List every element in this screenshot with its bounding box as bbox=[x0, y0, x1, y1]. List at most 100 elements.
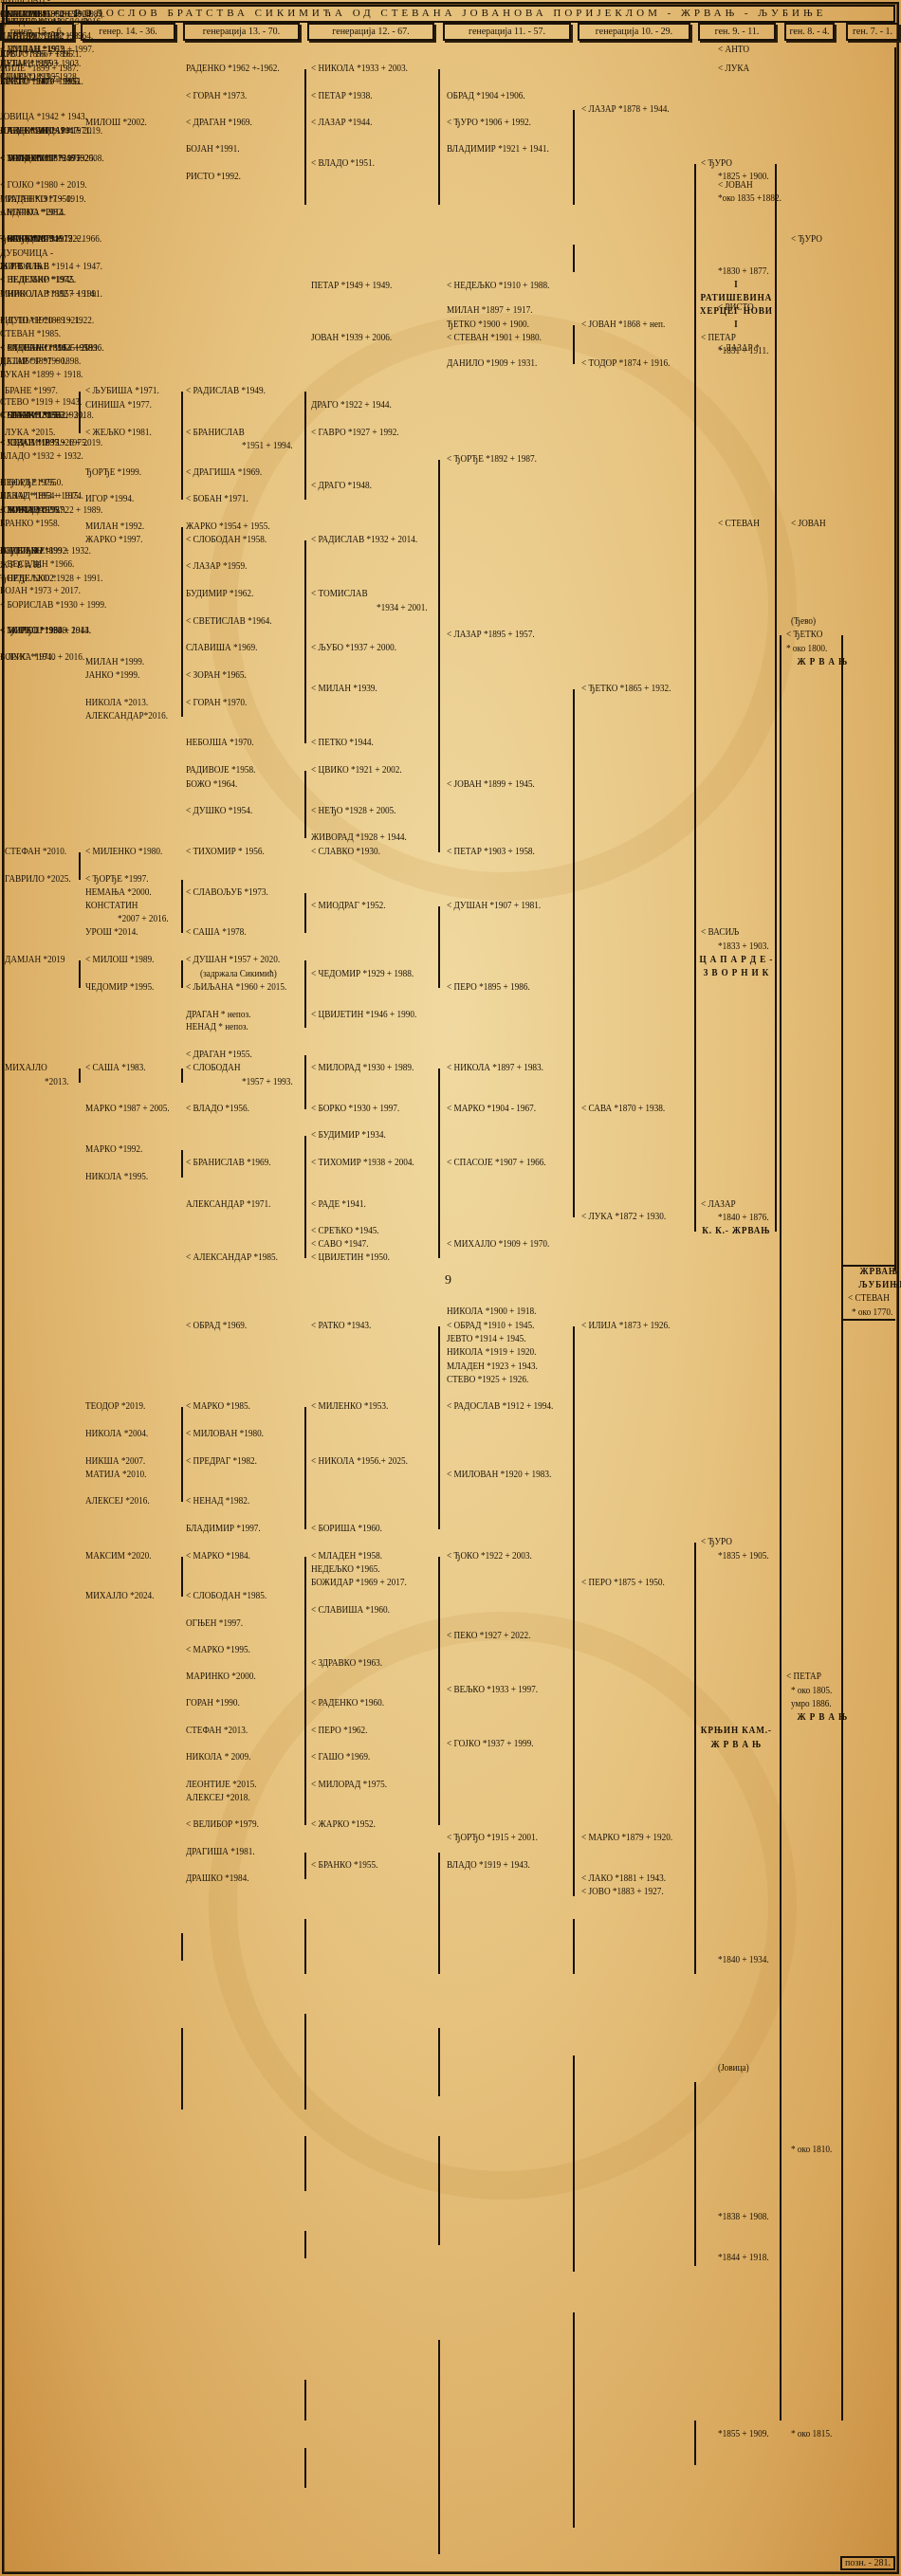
person-entry: < ТРИФКО *1872 + 1925. bbox=[0, 153, 96, 164]
generation-header: генерација 13. - 70. bbox=[183, 23, 300, 41]
person-entry: < ЛАЗАР *1944. bbox=[311, 117, 373, 128]
person-entry: < МИЛОРАД *1930 + 1989. bbox=[311, 1062, 414, 1073]
person-entry: < ЈОВАН *1899 + 1945. bbox=[447, 778, 535, 790]
person-entry: ЂОРЂЕ *2010. bbox=[0, 233, 57, 245]
person-entry: СТЕФАН *2013. bbox=[186, 1725, 248, 1736]
person-entry: < НИКОЛА *1933 + 2003. bbox=[311, 63, 408, 74]
person-entry: ЈАНКО *1999. bbox=[85, 669, 140, 681]
person-entry: < СЛОБОДАН *1985. bbox=[186, 1590, 267, 1601]
person-entry: < ЛАЗАР *1959. bbox=[186, 560, 248, 572]
person-entry: ДУБОЧИЦА - bbox=[0, 247, 54, 259]
person-entry: I bbox=[734, 279, 739, 290]
person-entry: ДРАГИША *1981. bbox=[186, 1846, 255, 1857]
person-entry: < ПЕТАР *1938. bbox=[311, 90, 373, 101]
person-entry: СТЕВАН *2015. bbox=[0, 410, 62, 421]
person-entry: < МИРКО *1903 + 1943. bbox=[0, 625, 92, 636]
person-entry: НЕБОЈША *1970. bbox=[186, 737, 254, 748]
person-entry: Ж Р В А Њ bbox=[0, 261, 42, 272]
person-entry: < РАДЕ *1941. bbox=[311, 1198, 366, 1210]
person-entry: < ЛАЗАР * bbox=[718, 342, 760, 354]
person-entry: *1840 + 1876. bbox=[718, 1212, 769, 1223]
person-entry: < ЂОРЂО *1899 + 1932. bbox=[0, 545, 91, 557]
person-entry: *1830 + 1877. bbox=[718, 265, 769, 277]
person-entry: Ц А П А Р Д Е - bbox=[699, 954, 774, 965]
person-entry: БУДИМИР *1962. bbox=[186, 588, 254, 599]
person-entry: КРСТО *1867 + 1871. bbox=[0, 48, 82, 60]
person-entry: ЖИВОРАД *1928 + 1944. bbox=[311, 831, 407, 843]
total-known-count: позн. - 281. bbox=[840, 2556, 895, 2570]
person-entry: < САША *1978. bbox=[186, 926, 247, 938]
person-entry: НИКОЛА * 2009. bbox=[186, 1751, 251, 1763]
person-entry: НЕНАД *1975. bbox=[0, 477, 57, 488]
person-entry: Ж Р В А Њ bbox=[0, 559, 42, 571]
person-entry: < ТОМИСЛАВ bbox=[311, 588, 368, 599]
person-entry: *1831 + 1911. bbox=[718, 345, 769, 356]
person-entry: < МАРКО *1879 + 1920. bbox=[581, 1832, 673, 1843]
person-entry: < БОЖИДАР *1922 + 1989. bbox=[0, 504, 103, 516]
person-entry: < САША *1983. bbox=[85, 1062, 146, 1073]
person-entry: ВЛАДО *1919 + 1943. bbox=[447, 1859, 530, 1871]
person-entry: < СЛАВИША *1960. bbox=[311, 1604, 390, 1616]
person-entry: НИКОЛА *2013. bbox=[85, 697, 149, 708]
person-entry: < ЂОРЂО *1934 + 2014. bbox=[0, 625, 91, 636]
person-entry: < ПЕКО *1927 + 2022. bbox=[447, 1630, 531, 1641]
person-entry: < МИЛЕНКО *1949 + 2008. bbox=[0, 153, 104, 164]
person-entry: МИРОСЛАВ *1914 + 1947. bbox=[0, 261, 102, 272]
person-entry: < ЂУРО bbox=[791, 233, 822, 245]
person-entry: < СРЕЋКО *1945. bbox=[311, 1225, 379, 1236]
person-entry: АЛЕКСЕЈ *2018. bbox=[186, 1792, 250, 1803]
person-entry: ДРАШКО *1984. bbox=[186, 1873, 249, 1884]
generation-header: генерација 10. - 29. bbox=[578, 23, 690, 41]
person-entry: < БУДИМИР *1934. bbox=[311, 1129, 386, 1141]
person-entry: < БРАНКО *1982. bbox=[0, 410, 67, 421]
person-entry: ОГЊЕН *1997. bbox=[186, 1617, 244, 1629]
person-entry: < ПЕТАР bbox=[701, 332, 736, 343]
person-entry: < ЂОРЂО *1915 + 2001. bbox=[447, 1832, 538, 1843]
person-entry: < САВА *1870 + 1938. bbox=[581, 1103, 666, 1114]
person-entry: < ЈОВАН bbox=[718, 179, 753, 191]
person-entry: < МИЛОВАН *1980. bbox=[186, 1428, 265, 1439]
person-entry: < ТИХОМИР * 1956. bbox=[186, 846, 265, 857]
person-entry: < ТИХОМИР *1938 + 2004. bbox=[311, 1157, 414, 1168]
person-entry: < БОРКО *1930 + 1997. bbox=[311, 1103, 400, 1114]
person-entry: < ЂЕТКО *1865 + 1932. bbox=[581, 683, 671, 694]
person-entry: * око 1810. bbox=[791, 2144, 833, 2155]
person-entry: < ДУШАН *1907 + 1981. bbox=[447, 900, 542, 911]
person-entry: РАДЕНКО *1962 +-1962. bbox=[186, 63, 280, 74]
generation-header: генерација 12. - 67. bbox=[307, 23, 434, 41]
person-entry: < ГАШО *1969. bbox=[311, 1751, 371, 1763]
generation-header: ген. 9. - 11. bbox=[698, 23, 776, 41]
person-entry: < ПЕРО *1895 + 1986. bbox=[447, 981, 530, 993]
person-entry: < НИКОЛА *1956.+ 2025. bbox=[311, 1455, 408, 1467]
person-entry: КОНСТАТИН bbox=[85, 900, 138, 911]
person-entry: < МИОДРАГ *1952. bbox=[311, 900, 386, 911]
person-entry: < ОБРАД *1910 + 1945. bbox=[447, 1320, 535, 1331]
person-entry: ВЛАДИМИР *1921 + 1941. bbox=[447, 143, 549, 155]
person-entry: < РАДЕНКО *1960. bbox=[311, 1697, 385, 1708]
person-entry: < ЉУБИША *1971. bbox=[85, 385, 159, 396]
person-entry: МИЛЕ *1899 + 1987. bbox=[0, 63, 79, 74]
person-entry: I bbox=[734, 319, 739, 330]
person-entry: ПЕТАР *1885 + 1903. bbox=[0, 58, 82, 69]
person-entry: НЕДЕЉКО *1992. bbox=[0, 545, 69, 557]
person-entry: *1951 + 1994. bbox=[242, 440, 293, 451]
person-entry: < САВА *1875 + 1922. bbox=[0, 233, 84, 245]
person-entry: < ЂОРЂЕ *1997. bbox=[85, 873, 149, 885]
person-entry: РАТИШЕВИНА bbox=[700, 292, 773, 303]
person-entry: < ШПИРО *1880 + 1929. bbox=[0, 9, 94, 20]
person-entry: < ЖАРКО *1952. bbox=[311, 1818, 376, 1830]
person-entry: < МАРКО *1904 - 1967. bbox=[447, 1103, 537, 1114]
person-entry: БОЖО *1940 + 1965. bbox=[0, 76, 79, 87]
person-entry: < ПЕТКО *1944. bbox=[311, 737, 374, 748]
person-entry: < ЈОВАН *1868 + неп. bbox=[581, 319, 666, 330]
person-entry: < ТОДОР *1874 + 1916. bbox=[581, 357, 671, 369]
person-entry: ЖРВАЊ - bbox=[859, 1266, 901, 1277]
person-entry: БОРИС *1971. bbox=[0, 651, 55, 663]
person-entry: < АЛЕКСАНДАР *1985. bbox=[186, 1251, 278, 1263]
person-entry: < МАРКО *1984. bbox=[186, 1550, 250, 1562]
person-entry: < БРАНИСЛАВ *1969. bbox=[186, 1157, 271, 1168]
person-entry: < ИЛИЈА *1873 + 1926. bbox=[581, 1320, 671, 1331]
person-entry: ВУКАН *1899 + 1918. bbox=[0, 369, 83, 380]
person-entry: РАДИВОЈЕ *1958. bbox=[186, 764, 256, 776]
